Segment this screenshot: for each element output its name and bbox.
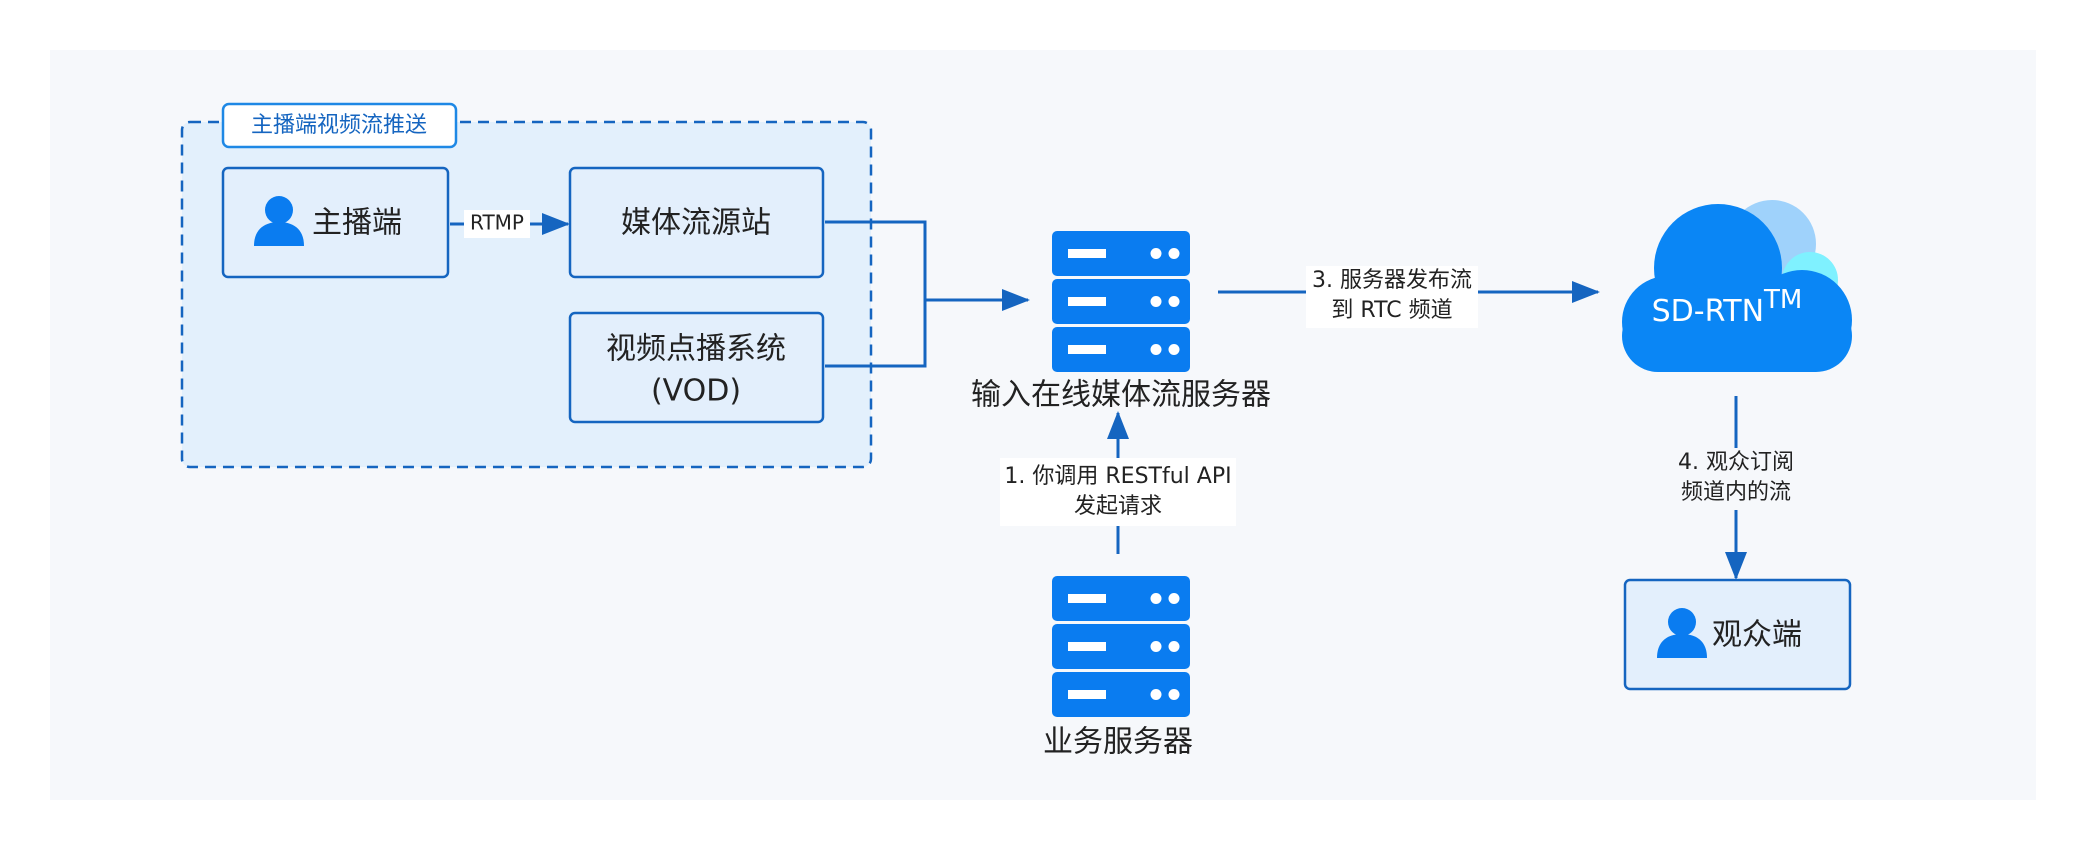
step4-label-line2: 频道内的流 bbox=[1681, 480, 1791, 505]
audience-box[interactable] bbox=[1623, 578, 1852, 691]
rtmp-label: RTMP bbox=[470, 211, 524, 235]
broadcaster-box[interactable] bbox=[221, 166, 450, 279]
origin-to-ingest-connector bbox=[825, 220, 927, 368]
step3-label-bg bbox=[1306, 266, 1478, 328]
media-origin-label: 媒体流源站 bbox=[621, 206, 771, 241]
ingest-server-label: 输入在线媒体流服务器 bbox=[971, 378, 1271, 413]
group-title: 主播端视频流推送 bbox=[251, 113, 427, 138]
business-server-label: 业务服务器 bbox=[1043, 725, 1193, 760]
cloud-icon bbox=[1622, 200, 1852, 372]
step1-label-line2: 发起请求 bbox=[1074, 494, 1162, 519]
step3-label-line1: 3. 服务器发布流 bbox=[1312, 268, 1472, 293]
vod-label-line2: (VOD) bbox=[651, 374, 741, 409]
business-server-icon bbox=[1052, 576, 1190, 717]
rtmp-label-bg bbox=[464, 210, 530, 238]
user-icon bbox=[254, 196, 304, 246]
group-title-tag bbox=[221, 102, 458, 149]
media-origin-box[interactable] bbox=[568, 166, 825, 279]
cloud-label: SD-RTNTM bbox=[1652, 285, 1803, 329]
step3-label-line2: 到 RTC 频道 bbox=[1331, 298, 1452, 323]
vod-label-line1: 视频点播系统 bbox=[606, 332, 786, 367]
trademark-mark: TM bbox=[1763, 285, 1802, 315]
ingest-server-icon bbox=[1052, 231, 1190, 372]
vod-box[interactable] bbox=[568, 311, 825, 424]
audience-label: 观众端 bbox=[1712, 618, 1802, 653]
broadcaster-label: 主播端 bbox=[312, 206, 402, 241]
step4-label-bg bbox=[1666, 448, 1806, 510]
step4-label-line1: 4. 观众订阅 bbox=[1678, 450, 1794, 475]
step1-label-bg bbox=[1000, 458, 1236, 526]
user-icon bbox=[1657, 608, 1707, 658]
step1-label-line1: 1. 你调用 RESTful API bbox=[1004, 464, 1231, 489]
